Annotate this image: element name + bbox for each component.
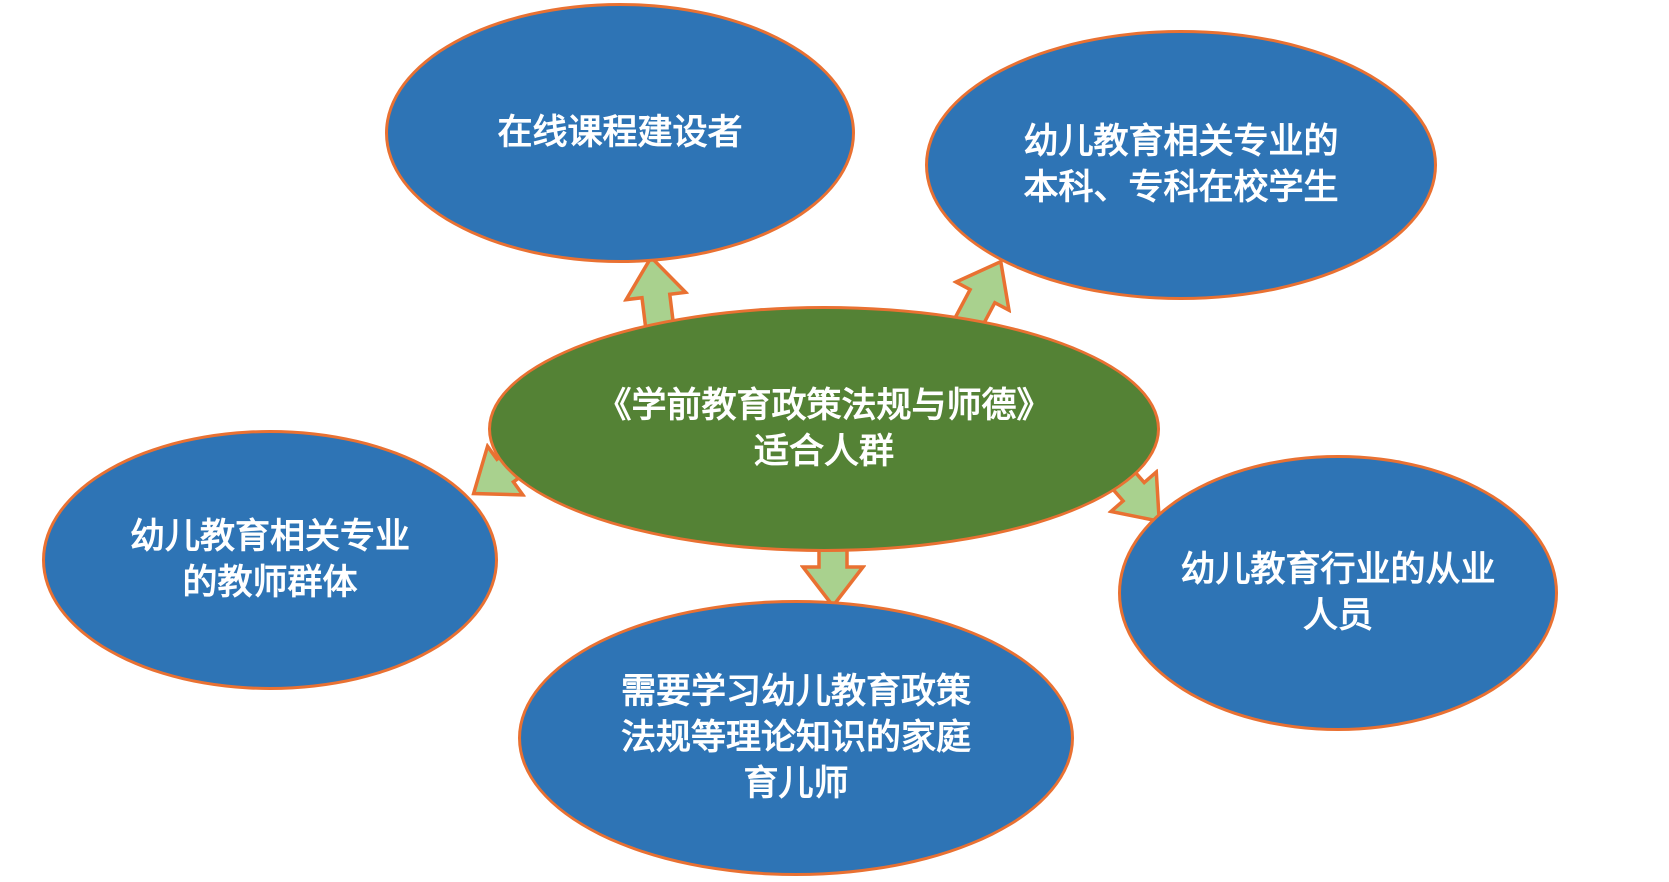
node-left-text-line: 的教师群体 <box>182 563 358 602</box>
node-left-ellipse: 幼儿教育相关专业 的教师群体 <box>42 430 498 690</box>
center-node-ellipse: 《学前教育政策法规与师德》 适合人群 <box>488 306 1160 552</box>
node-left-text-line: 幼儿教育相关专业 <box>129 517 410 556</box>
node-top-left-text-line: 在线课程建设者 <box>497 113 743 152</box>
node-top-right-text-line: 本科、专科在校学生 <box>1023 168 1339 207</box>
node-bottom-ellipse: 需要学习幼儿教育政策 法规等理论知识的家庭 育儿师 <box>518 600 1074 876</box>
center-node-text-line: 适合人群 <box>753 432 894 471</box>
node-top-right-ellipse: 幼儿教育相关专业的 本科、专科在校学生 <box>925 30 1437 300</box>
node-right-text-line: 幼儿教育行业的从业 <box>1180 550 1496 589</box>
node-top-right-text-line: 幼儿教育相关专业的 <box>1023 122 1339 161</box>
center-node-text-line: 《学前教育政策法规与师德》 <box>596 386 1052 425</box>
node-right-text-line: 人员 <box>1302 596 1373 635</box>
node-right-ellipse: 幼儿教育行业的从业 人员 <box>1118 455 1558 731</box>
node-bottom-text-line: 育儿师 <box>743 764 849 803</box>
node-bottom-text-line: 需要学习幼儿教育政策 <box>620 672 971 711</box>
node-top-left-ellipse: 在线课程建设者 <box>385 3 855 263</box>
node-bottom-text-line: 法规等理论知识的家庭 <box>620 718 971 757</box>
